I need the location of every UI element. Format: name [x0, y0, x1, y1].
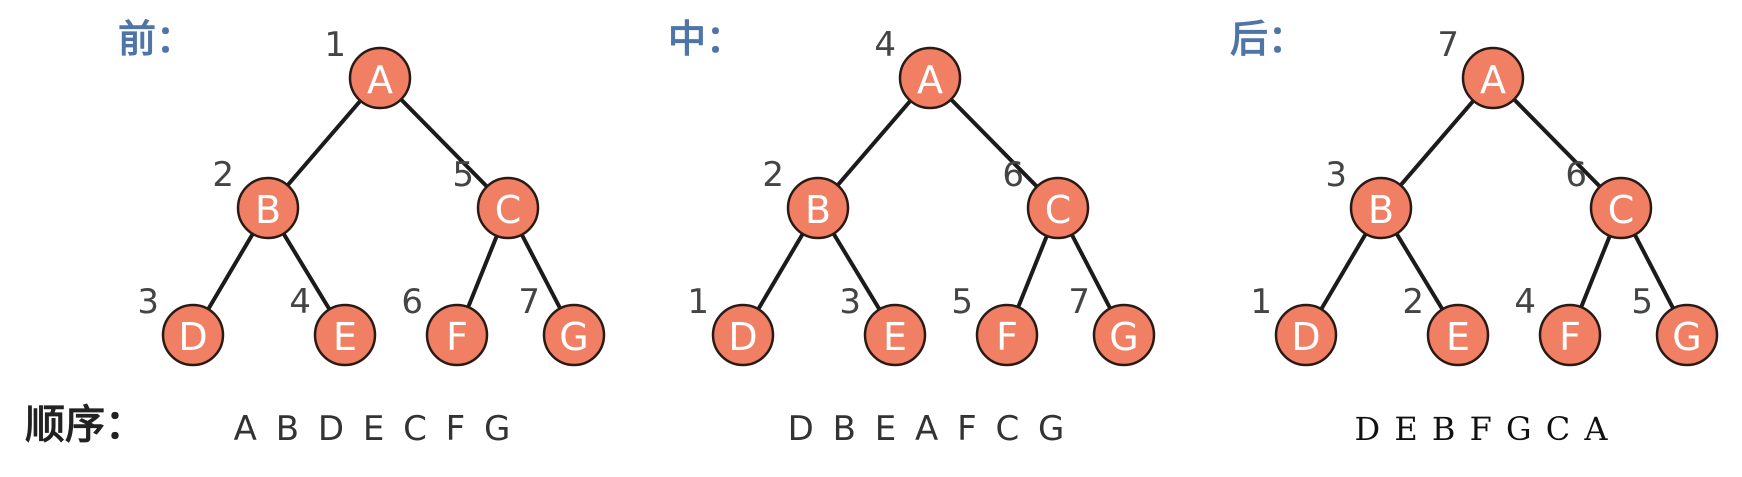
visit-order-number: 6 — [1565, 155, 1587, 195]
visit-order-number: 7 — [1437, 25, 1459, 65]
node-letter: C — [1608, 188, 1635, 232]
traversal-sequence: D B E A F C G — [788, 409, 1069, 449]
visit-order-number: 3 — [137, 282, 159, 322]
visit-order-number: 4 — [289, 282, 311, 322]
visit-order-number: 7 — [1068, 282, 1090, 322]
visit-order-number: 3 — [839, 282, 861, 322]
node-letter: B — [255, 188, 281, 232]
node-circle — [1026, 176, 1090, 240]
node-letter: F — [1559, 315, 1581, 359]
node-circle — [711, 303, 775, 367]
node-letter: E — [1446, 315, 1470, 359]
node-circle — [1461, 46, 1525, 110]
tree-node-g: G7 — [1068, 282, 1156, 367]
node-letter: C — [495, 188, 522, 232]
node-circle — [1426, 303, 1490, 367]
visit-order-number: 2 — [1402, 282, 1424, 322]
node-circle — [236, 176, 300, 240]
visit-order-number: 6 — [1002, 155, 1024, 195]
visit-order-number: 1 — [1250, 282, 1272, 322]
tree-node-f: F6 — [401, 282, 489, 367]
panel-title: 前： — [118, 17, 194, 61]
node-circle — [348, 46, 412, 110]
node-circle — [863, 303, 927, 367]
node-letter: A — [917, 58, 943, 102]
visit-order-number: 5 — [452, 155, 474, 195]
node-letter: A — [1480, 58, 1506, 102]
node-circle — [425, 303, 489, 367]
node-letter: E — [333, 315, 357, 359]
node-letter: G — [1672, 315, 1701, 359]
tree-node-c: C6 — [1565, 155, 1653, 240]
node-circle — [476, 176, 540, 240]
node-letter: E — [883, 315, 907, 359]
node-circle — [1655, 303, 1719, 367]
tree-node-d: D1 — [687, 282, 775, 367]
panel-title: 后： — [1230, 17, 1306, 61]
order-label: 顺序： — [25, 402, 145, 448]
tree-node-b: B3 — [1325, 155, 1413, 240]
node-circle — [975, 303, 1039, 367]
node-circle — [1274, 303, 1338, 367]
node-letter: D — [728, 315, 757, 359]
visit-order-number: 3 — [1325, 155, 1347, 195]
node-circle — [1538, 303, 1602, 367]
node-circle — [786, 176, 850, 240]
tree-node-g: G5 — [1631, 282, 1719, 367]
node-letter: B — [1368, 188, 1394, 232]
node-letter: F — [446, 315, 468, 359]
node-circle — [161, 303, 225, 367]
node-letter: G — [559, 315, 588, 359]
tree-node-e: E4 — [289, 282, 377, 367]
visit-order-number: 2 — [212, 155, 234, 195]
tree-node-g: G7 — [518, 282, 606, 367]
tree-node-e: E2 — [1402, 282, 1490, 367]
node-circle — [542, 303, 606, 367]
visit-order-number: 4 — [874, 25, 896, 65]
tree-node-b: B2 — [762, 155, 850, 240]
tree-node-d: D1 — [1250, 282, 1338, 367]
node-letter: D — [178, 315, 207, 359]
node-letter: C — [1045, 188, 1072, 232]
visit-order-number: 5 — [951, 282, 973, 322]
visit-order-number: 1 — [687, 282, 709, 322]
visit-order-number: 5 — [1631, 282, 1653, 322]
tree-node-d: D3 — [137, 282, 225, 367]
tree-node-c: C5 — [452, 155, 540, 240]
visit-order-number: 4 — [1514, 282, 1536, 322]
node-letter: A — [367, 58, 393, 102]
tree-node-e: E3 — [839, 282, 927, 367]
visit-order-number: 1 — [324, 25, 346, 65]
node-circle — [1589, 176, 1653, 240]
tree-node-b: B2 — [212, 155, 300, 240]
visit-order-number: 2 — [762, 155, 784, 195]
tree-node-c: C6 — [1002, 155, 1090, 240]
tree-node-a: A1 — [324, 25, 412, 110]
node-letter: D — [1291, 315, 1320, 359]
traversal-sequence: A B D E C F G — [234, 409, 515, 449]
tree-node-a: A7 — [1437, 25, 1525, 110]
node-letter: B — [805, 188, 831, 232]
traversal-sequence: D E B F G C A — [1355, 410, 1610, 448]
tree-node-a: A4 — [874, 25, 962, 110]
node-circle — [1349, 176, 1413, 240]
node-circle — [898, 46, 962, 110]
tree-node-f: F4 — [1514, 282, 1602, 367]
visit-order-number: 6 — [401, 282, 423, 322]
node-letter: F — [996, 315, 1018, 359]
tree-node-f: F5 — [951, 282, 1039, 367]
visit-order-number: 7 — [518, 282, 540, 322]
node-circle — [313, 303, 377, 367]
panel-title: 中： — [668, 17, 744, 61]
node-circle — [1092, 303, 1156, 367]
node-letter: G — [1109, 315, 1138, 359]
